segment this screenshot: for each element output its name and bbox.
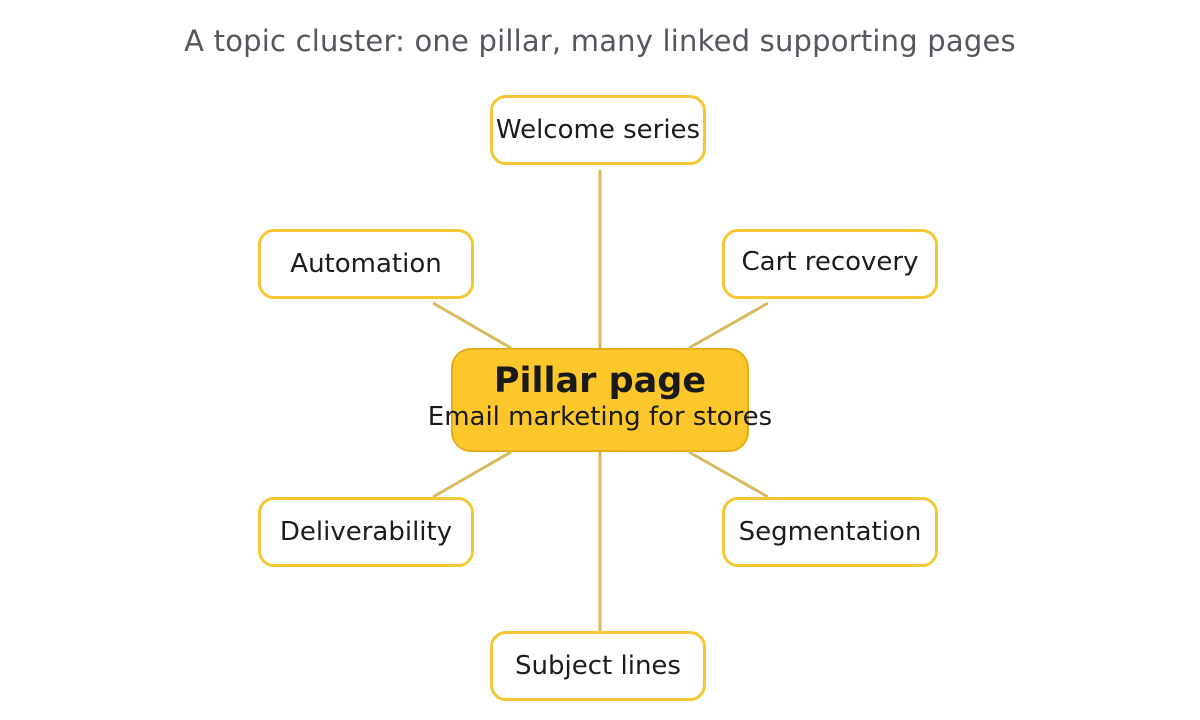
node-automation: Automation <box>258 229 474 299</box>
pillar-subtitle: Email marketing for stores <box>427 402 773 432</box>
link-cart-recovery <box>688 301 769 350</box>
node-subject-lines: Subject lines <box>490 631 706 701</box>
pillar-node <box>451 348 749 452</box>
node-segmentation: Segmentation <box>722 497 938 567</box>
pillar-title: Pillar page <box>493 361 707 401</box>
node-deliverability: Deliverability <box>258 497 474 567</box>
diagram-title: A topic cluster: one pillar, many linked… <box>184 24 1016 58</box>
node-welcome-series: Welcome series <box>490 95 706 165</box>
link-deliverability <box>432 450 512 499</box>
node-cart-recovery: Cart recovery <box>722 229 938 299</box>
link-segmentation <box>688 450 769 499</box>
link-automation <box>432 301 512 350</box>
